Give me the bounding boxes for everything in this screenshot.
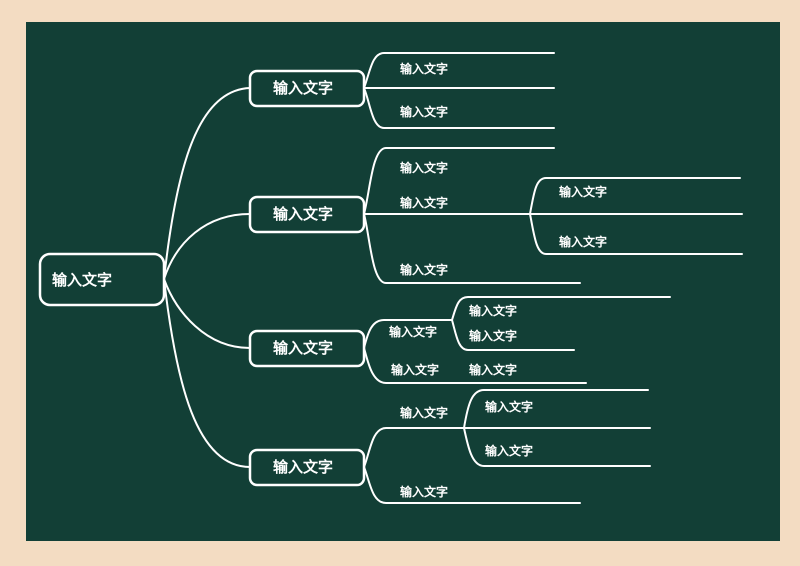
connector-b1-c1 — [363, 52, 555, 89]
branch-2-child-1-label: 输入文字 — [400, 160, 448, 175]
connector-b4-c2 — [363, 466, 581, 504]
branch-2-child-3-label: 输入文字 — [400, 262, 448, 277]
branch-2-label: 输入文字 — [273, 205, 333, 223]
branch-4-node[interactable]: 输入文字 — [248, 448, 366, 487]
branch-4-child-1-label: 输入文字 — [400, 405, 448, 420]
root-node[interactable]: 输入文字 — [38, 252, 166, 307]
connector-b3-c1-g2 — [451, 319, 575, 351]
branch-3-child-2-label: 输入文字 — [391, 362, 439, 377]
branch-1-child-1-label: 输入文字 — [400, 61, 448, 76]
connector-b2-c1 — [363, 147, 555, 215]
connector-b3-c1-g1 — [451, 296, 671, 321]
branch-3-grandchild-3-label: 输入文字 — [469, 362, 517, 377]
mindmap-board: 输入文字 输入文字 输入文字 输入文字 输入文字 输入文字 输入文字 输入文字 … — [26, 22, 780, 541]
connector-b3-c2 — [363, 347, 587, 384]
connector-b2-c2-g3 — [529, 213, 743, 255]
branch-3-label: 输入文字 — [273, 339, 333, 357]
branch-4-child-2-label: 输入文字 — [400, 484, 448, 499]
branch-2-grandchild-2-label: 输入文字 — [559, 234, 607, 249]
mindmap-diagram: 输入文字 输入文字 输入文字 输入文字 输入文字 输入文字 输入文字 输入文字 … — [38, 52, 743, 504]
branch-2-grandchild-1-label: 输入文字 — [559, 184, 607, 199]
connector-b4-c1-g1 — [463, 389, 649, 429]
connector-b4-c1-g3 — [463, 427, 651, 467]
connector-b2-c3 — [363, 213, 581, 284]
branch-3-grandchild-2-label: 输入文字 — [469, 328, 517, 343]
branch-1-child-2-label: 输入文字 — [400, 104, 448, 119]
branch-3-node[interactable]: 输入文字 — [248, 329, 366, 368]
connector-b4-c1 — [363, 427, 465, 468]
connector-root-b3 — [163, 278, 251, 349]
branch-4-grandchild-2-label: 输入文字 — [485, 443, 533, 458]
connector-b3-c1 — [363, 319, 453, 349]
root-node-label: 输入文字 — [52, 271, 112, 289]
connector-root-b4 — [163, 278, 251, 468]
branch-2-node[interactable]: 输入文字 — [248, 195, 366, 234]
connector-root-b2 — [163, 213, 251, 280]
connector-root-b1 — [163, 87, 251, 280]
branch-1-node[interactable]: 输入文字 — [248, 69, 366, 108]
connector-b1-c2 — [363, 87, 555, 129]
connector-b2-c2-g1 — [529, 177, 741, 215]
branch-3-grandchild-1-label: 输入文字 — [469, 303, 517, 318]
branch-1-label: 输入文字 — [273, 79, 333, 97]
branch-4-grandchild-1-label: 输入文字 — [485, 399, 533, 414]
branch-3-child-1-label: 输入文字 — [389, 324, 437, 339]
branch-4-label: 输入文字 — [273, 458, 333, 476]
branch-2-child-2-label: 输入文字 — [400, 195, 448, 210]
